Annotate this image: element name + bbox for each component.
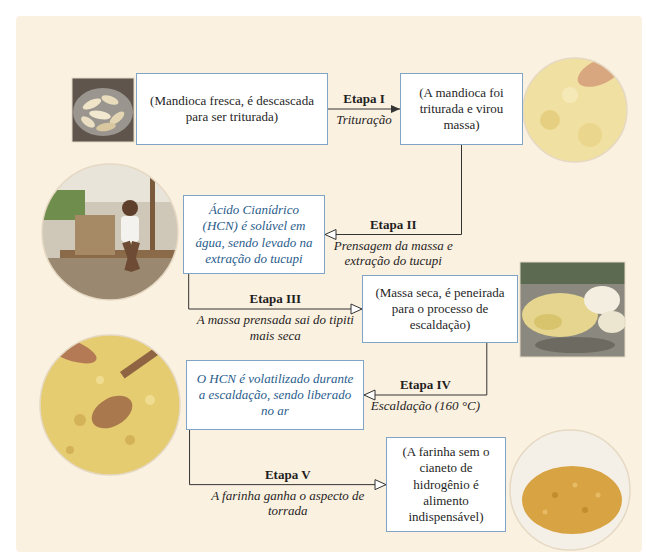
box-text: O HCN é volatilizado durante a escaldaçã… xyxy=(195,371,355,420)
box-text: (Massa seca, é peneirada para o processo… xyxy=(371,285,509,334)
photo-frame xyxy=(72,78,134,142)
note-box: O HCN é volatilizado durante a escaldaçã… xyxy=(186,360,364,430)
box-text: (A mandioca foi triturada e virou massa) xyxy=(409,85,514,134)
flow-arrow xyxy=(328,109,400,110)
photo xyxy=(508,428,632,552)
photo-frame xyxy=(510,430,630,550)
flow-arrow xyxy=(190,430,386,485)
process-box: (Massa seca, é peneirada para o processo… xyxy=(362,275,518,343)
photo xyxy=(72,78,134,142)
photo xyxy=(520,262,625,357)
step-description: Prensagem da massa e extração do tucupi xyxy=(329,238,458,269)
step-label: Etapa III xyxy=(250,291,302,307)
photo-frame xyxy=(523,58,627,162)
photo xyxy=(38,331,182,477)
photo-frame xyxy=(42,164,178,300)
flow-arrow xyxy=(189,274,362,309)
step-description: Trituração xyxy=(336,112,392,128)
step-description: A farinha ganha o aspecto de torrada xyxy=(194,488,382,519)
box-text: (Mandioca fresca, é descascada para ser … xyxy=(145,93,319,126)
process-box: (A farinha sem o cianeto de hidrogênio é… xyxy=(386,437,506,532)
box-text: (A farinha sem o cianeto de hidrogênio é… xyxy=(395,444,497,525)
step-description: Escaldação (160 °C) xyxy=(371,398,480,414)
process-box: (A mandioca foi triturada e virou massa) xyxy=(400,73,523,145)
step-label: Etapa II xyxy=(370,217,417,233)
step-label: Etapa I xyxy=(343,91,385,107)
step-label: Etapa V xyxy=(265,467,311,483)
photo xyxy=(40,162,180,302)
photo xyxy=(520,51,636,165)
step-label: Etapa IV xyxy=(400,377,451,393)
box-text: Ácido Cianídrico (HCN) é solúvel em água… xyxy=(192,202,316,267)
process-box: (Mandioca fresca, é descascada para ser … xyxy=(136,73,328,145)
flow-arrow xyxy=(364,343,487,395)
photo-frame xyxy=(520,262,625,357)
photo-frame xyxy=(40,335,180,475)
flow-arrow xyxy=(325,145,462,235)
note-box: Ácido Cianídrico (HCN) é solúvel em água… xyxy=(183,195,325,274)
step-description: A massa prensada sai do tipiti mais seca xyxy=(193,312,358,343)
background-panel xyxy=(16,16,642,552)
